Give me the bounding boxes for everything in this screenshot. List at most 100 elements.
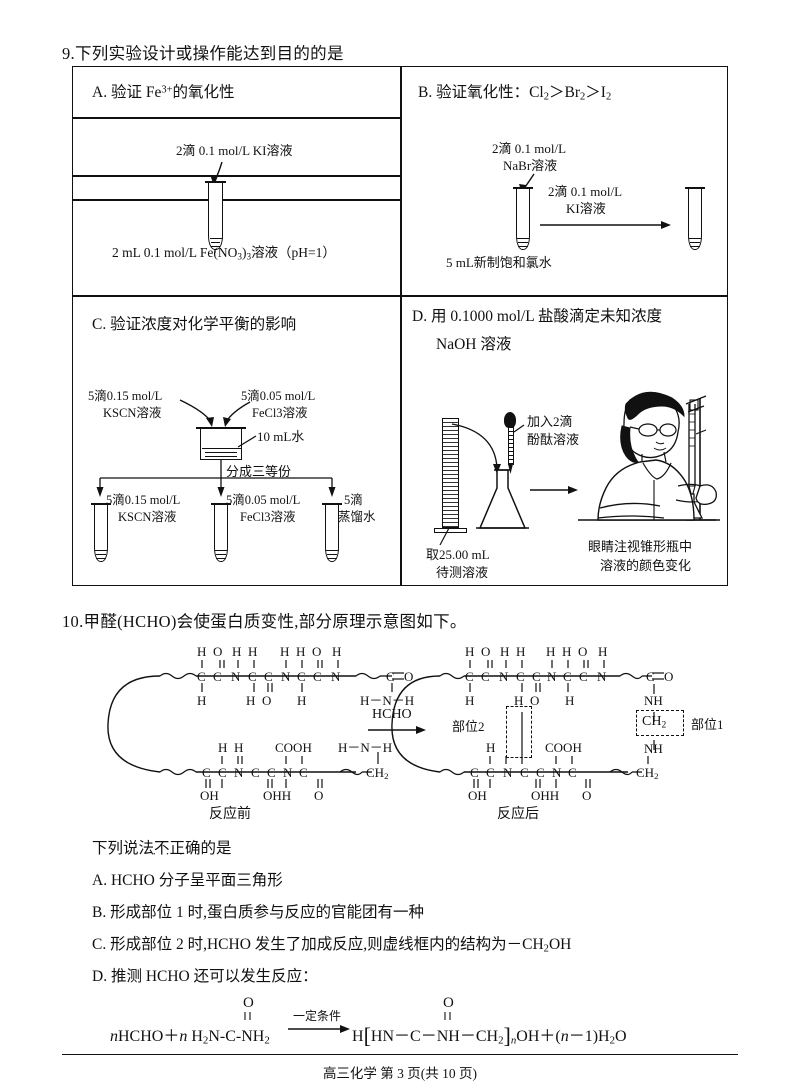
cell-a-bottom-mid: ): [241, 245, 247, 260]
cell-d-dropper-stem: [508, 427, 514, 465]
before-upper-n1: N: [231, 669, 241, 684]
cell-b-header-rule: [73, 117, 400, 119]
option-a-label: A. 验证 Fe: [92, 84, 162, 101]
before-upper-c4: C: [264, 669, 273, 684]
cell-c-fecl3-text: FeCl3溶液: [252, 406, 308, 420]
cell-a-bottom-pre: 2 mL 0.1 mol/L Fe(NO: [112, 245, 238, 260]
before-lower-amine: H－N－H: [338, 740, 393, 755]
cell-d-graduated-cylinder: [442, 418, 459, 528]
question-10-stem: 下列说法不正确的是: [92, 840, 232, 857]
option-d-title-line1: D. 用 0.1000 mol/L 盐酸滴定未知浓度: [412, 308, 663, 325]
cell-a-bottom-sub2: 3: [246, 251, 252, 262]
cell-b-tube1-bottom-label: 5 mL新制饱和氯水: [446, 255, 552, 270]
after-upper-o4: O: [530, 693, 540, 708]
cell-c-beaker-rim: [196, 427, 246, 429]
cell-c-header-rule: [73, 175, 400, 177]
cell-b-tube1-top-line1: 2滴 0.1 mol/L: [492, 141, 567, 156]
eq-left-carbonyl-o: O: [243, 995, 254, 1011]
option-c-sub: 2: [543, 943, 549, 955]
before-upper-h7: H: [197, 693, 207, 708]
after-lower-oh1: OH: [468, 788, 487, 803]
after-upper-o2: O: [578, 644, 588, 659]
after-lower-c4: C: [536, 765, 545, 780]
after-lower-cooh: COOH: [545, 740, 582, 755]
question-10-option-b: B. 形成部位 1 时,蛋白质参与反应的官能团有一种: [92, 904, 424, 921]
cell-b-test-tube-right-liquid: [689, 238, 701, 250]
cell-c-tube1-label-line2: KSCN溶液: [118, 510, 177, 524]
cell-c-tube1-label-line1: 5滴0.15 mol/L: [106, 493, 181, 507]
footer-rule: [62, 1054, 738, 1055]
after-lower-o1: O: [582, 788, 592, 803]
eq-condition-label: 一定条件: [293, 1009, 342, 1023]
before-lower-oh1: OH: [200, 788, 219, 803]
eq-nc: N: [208, 1028, 220, 1045]
eq-r-minus: －1)H: [568, 1028, 610, 1045]
before-upper-h1: H: [197, 644, 207, 659]
option-a-superscript: 3+: [161, 84, 173, 96]
after-upper-c1: C: [465, 669, 474, 684]
after-upper-n2: N: [547, 669, 557, 684]
after-nh-lower: NH: [644, 741, 663, 756]
before-lower-cooh: COOH: [275, 740, 312, 755]
eq-r-n-sub: n: [510, 1034, 517, 1047]
cell-b-test-tube-left-lip: [513, 187, 533, 189]
after-upper-h6: H: [598, 644, 608, 659]
before-upper-o2: O: [312, 644, 322, 659]
cell-c-tube3-label-line1: 5滴: [344, 493, 363, 507]
question-10-heading: 10.甲醛(HCHO)会使蛋白质变性,部分原理示意图如下。: [62, 612, 467, 631]
before-upper-o3: O: [404, 669, 414, 684]
cell-d-cylinder-label-line1: 取25.00 mL: [426, 547, 490, 562]
cell-a-test-tube: [208, 182, 223, 250]
eq-h: H: [187, 1028, 203, 1045]
after-lower-c5: C: [568, 765, 577, 780]
before-upper-h3: H: [248, 644, 258, 659]
after-lower-c3: C: [520, 765, 529, 780]
eq-r-bracket-open: [: [363, 1023, 371, 1048]
eq-nh-sub: 2: [264, 1034, 270, 1047]
experiment-options-table: [72, 66, 728, 586]
after-upper-c6: C: [579, 669, 588, 684]
cell-c-test-tube-3-lip: [322, 503, 342, 505]
question-9-heading: 9.下列实验设计或操作能达到目的的是: [62, 44, 344, 63]
question-10-option-a: A. HCHO 分子呈平面三角形: [92, 872, 283, 889]
cell-c-tube2-label-line1: 5滴0.05 mol/L: [226, 493, 301, 507]
after-lower-n2: N: [552, 765, 562, 780]
hcho-arrow-label: HCHO: [372, 707, 412, 722]
cell-c-beaker: [200, 428, 242, 460]
after-upper-n3: N: [597, 669, 607, 684]
cell-a-test-tube-lip: [205, 181, 226, 183]
final-equation-left: nHCHO＋n H2N-C-NH2: [110, 1022, 270, 1047]
after-upper-h4: H: [546, 644, 556, 659]
cell-c-beaker-liquid: [201, 448, 241, 460]
before-upper-o4: O: [262, 693, 272, 708]
table-row-divider: [73, 295, 727, 297]
cell-d-observe-label-line1: 眼睛注视锥形瓶中: [588, 539, 693, 554]
option-b-label: B. 验证氧化性：Cl: [418, 84, 544, 101]
after-lower-ohh: OHH: [531, 788, 560, 803]
option-b-i: I: [600, 84, 606, 101]
eq-h-sub: 2: [202, 1034, 209, 1047]
cell-a-bottom-post: 溶液（pH=1）: [251, 245, 336, 260]
cell-b-test-tube-left-liquid: [517, 238, 529, 250]
cell-c-left-label-line2: KSCN溶液: [103, 406, 162, 420]
question-10-option-d: D. 推测 HCHO 还可以发生反应：: [92, 968, 318, 985]
after-upper-c5: C: [563, 669, 572, 684]
before-upper-amide: H－N－H: [360, 693, 415, 708]
option-b-gt1: ＞: [549, 84, 565, 101]
after-upper-o3: O: [664, 669, 674, 684]
cell-d-dropper-label-line2: 酚酞溶液: [527, 432, 580, 447]
eq-r-ch2-sub: 2: [498, 1034, 504, 1047]
after-upper-o1: O: [481, 644, 491, 659]
before-upper-c2: C: [213, 669, 222, 684]
cell-b-test-tube-right: [688, 188, 702, 250]
eq-right-carbonyl-o: O: [443, 995, 454, 1011]
cell-a-bottom-sub1: 3: [237, 251, 242, 262]
cell-c-split-label: 分成三等份: [226, 464, 292, 479]
after-upper-h5: H: [562, 644, 572, 659]
